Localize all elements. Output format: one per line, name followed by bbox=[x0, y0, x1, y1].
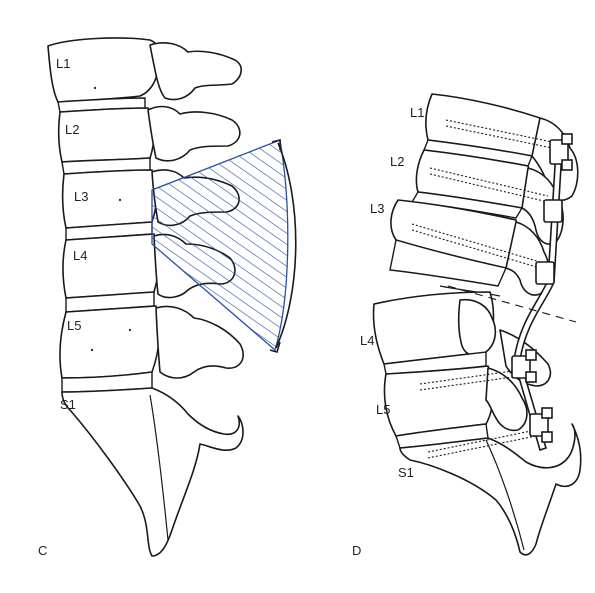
panel-d-label-l3: L3 bbox=[370, 201, 384, 216]
panel-c-l5-process bbox=[155, 305, 244, 379]
panel-c-label-l2: L2 bbox=[65, 122, 79, 137]
panel-d-label-l5: L5 bbox=[376, 402, 390, 417]
panel-d-label-l2: L2 bbox=[390, 154, 404, 169]
panel-d-letter: D bbox=[352, 543, 361, 558]
panel-c-l2-process bbox=[147, 105, 241, 162]
panel-d-label-l4: L4 bbox=[360, 333, 374, 348]
panel-d-screws bbox=[411, 119, 553, 459]
panel-c-label-s1: S1 bbox=[60, 397, 76, 412]
panel-d-l5-process bbox=[485, 367, 528, 432]
panel-c-l5-body bbox=[59, 305, 161, 379]
panel-c-label-l1: L1 bbox=[56, 56, 70, 71]
panel-c-letter: C bbox=[38, 543, 47, 558]
panel-d-rod bbox=[513, 149, 563, 452]
panel-c-l4-body bbox=[62, 233, 160, 299]
panel-d-label-l1: L1 bbox=[410, 105, 424, 120]
panel-c-label-l4: L4 bbox=[73, 248, 87, 263]
panel-c-arc-arrow bbox=[275, 142, 297, 349]
panel-d-spine bbox=[372, 93, 582, 556]
panel-d-sacrum bbox=[399, 423, 582, 556]
panel-c-l1-process bbox=[149, 42, 242, 101]
panel-d-label-s1: S1 bbox=[398, 465, 414, 480]
panel-c-sacrum bbox=[61, 387, 244, 557]
panel-d-connectors bbox=[511, 133, 573, 443]
panel-c-label-l3: L3 bbox=[74, 189, 88, 204]
panel-c-label-l5: L5 bbox=[67, 318, 81, 333]
